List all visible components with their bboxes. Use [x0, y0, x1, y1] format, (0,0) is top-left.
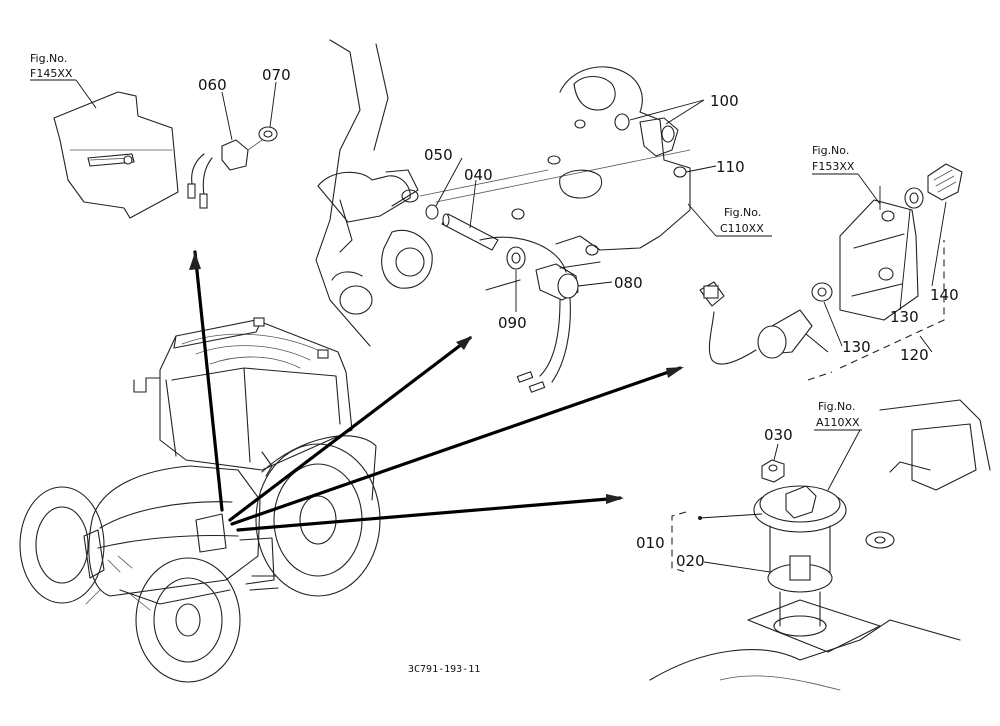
fig-ref-label: Fig.No. — [818, 400, 855, 413]
part-number-030: 030 — [764, 426, 793, 444]
part-number-110: 110 — [716, 158, 745, 176]
fig-ref-a110xx: Fig.No. A110XX — [814, 400, 862, 431]
fig-ref-c110xx: Fig.No. C110XX — [716, 206, 772, 237]
part-number-070: 070 — [262, 66, 291, 84]
fig-ref-code: C110XX — [720, 222, 764, 235]
part-number-090: 090 — [498, 314, 527, 332]
fig-ref-label: Fig.No. — [724, 206, 761, 219]
part-number-100: 100 — [710, 92, 739, 110]
fig-ref-f153xx: Fig.No. F153XX — [812, 144, 881, 205]
fig-ref-label: Fig.No. — [812, 144, 849, 157]
inset-a110xx — [649, 399, 991, 691]
part-number-020: 020 — [676, 552, 705, 570]
housing-illustration — [315, 39, 717, 393]
pointer-arrows — [189, 250, 684, 532]
part-number-080: 080 — [614, 274, 643, 292]
fig-ref-label: Fig.No. — [30, 52, 67, 65]
part-number-130-a: 130 — [890, 308, 919, 326]
inset-f145xx — [53, 81, 278, 219]
part-number-labels: 010 020 030 040 050 060 070 080 090 100 … — [198, 66, 959, 570]
part-number-040: 040 — [464, 166, 493, 184]
tractor-illustration — [19, 317, 381, 683]
drawing-code: 3C791-193-11 — [408, 664, 480, 675]
fig-ref-code: A110XX — [816, 416, 860, 429]
part-number-050: 050 — [424, 146, 453, 164]
part-number-060: 060 — [198, 76, 227, 94]
part-number-130-b: 130 — [842, 338, 871, 356]
fig-ref-f145xx: Fig.No. F145XX — [30, 52, 97, 109]
fig-ref-code: F145XX — [30, 67, 73, 80]
part-number-010: 010 — [636, 534, 665, 552]
inset-f153xx — [699, 163, 963, 381]
fig-ref-code: F153XX — [812, 160, 855, 173]
part-number-140: 140 — [930, 286, 959, 304]
part-number-120: 120 — [900, 346, 929, 364]
